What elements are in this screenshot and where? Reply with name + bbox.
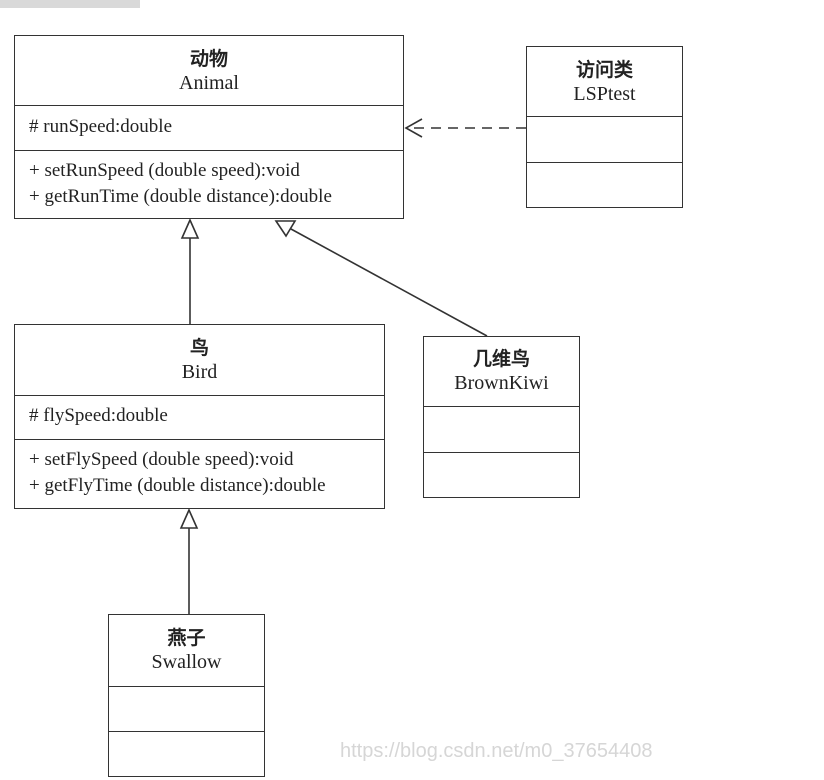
attribute-fly-speed: # flySpeed:double — [29, 405, 168, 426]
class-bird-name: 鸟 Bird — [15, 325, 384, 396]
dependency-arrowhead — [404, 118, 423, 138]
class-brownkiwi-name-cn: 几维鸟 — [472, 348, 530, 370]
method-get-run-time: + getRunTime (double distance):double — [29, 186, 332, 207]
class-swallow-methods — [109, 732, 264, 775]
class-bird-name-cn: 鸟 — [189, 337, 209, 359]
class-bird-attributes: # flySpeed:double — [15, 396, 384, 440]
method-get-fly-time: + getFlyTime (double distance):double — [29, 475, 326, 496]
class-lsptest-attributes — [527, 117, 682, 163]
class-lsptest-methods — [527, 163, 682, 206]
class-animal-name: 动物 Animal — [15, 36, 403, 106]
attribute-run-speed: # runSpeed:double — [29, 116, 173, 137]
class-brownkiwi-name: 几维鸟 BrownKiwi — [424, 337, 579, 407]
class-animal-attributes: # runSpeed:double — [15, 106, 403, 151]
class-brownkiwi-attributes — [424, 407, 579, 453]
class-animal: 动物 Animal # runSpeed:double + setRunSpee… — [14, 35, 404, 219]
class-brownkiwi-name-en: BrownKiwi — [454, 372, 549, 394]
class-animal-methods: + setRunSpeed (double speed):void + getR… — [15, 151, 403, 217]
class-swallow-name: 燕子 Swallow — [109, 615, 264, 687]
class-swallow-attributes — [109, 687, 264, 732]
kiwi-to-animal-arrowhead — [274, 220, 297, 238]
class-bird-methods: + setFlySpeed (double speed):void + getF… — [15, 440, 384, 507]
class-lsptest-name-en: LSPtest — [573, 83, 636, 105]
class-swallow-name-cn: 燕子 — [167, 627, 206, 649]
class-brownkiwi-methods — [424, 453, 579, 496]
class-animal-name-cn: 动物 — [189, 48, 228, 70]
class-swallow-name-en: Swallow — [151, 651, 222, 673]
method-set-fly-speed: + setFlySpeed (double speed):void — [29, 449, 294, 470]
swallow-to-bird-arrowhead — [179, 508, 199, 529]
class-swallow: 燕子 Swallow — [108, 614, 265, 777]
class-animal-name-en: Animal — [179, 72, 239, 94]
watermark-text: https://blog.csdn.net/m0_37654408 — [340, 740, 653, 762]
class-bird: 鸟 Bird # flySpeed:double + setFlySpeed (… — [14, 324, 385, 509]
bird-to-animal-arrowhead — [180, 218, 200, 239]
class-lsptest-name-cn: 访问类 — [575, 59, 633, 81]
class-lsptest-name: 访问类 LSPtest — [527, 47, 682, 117]
method-set-run-speed: + setRunSpeed (double speed):void — [29, 160, 300, 181]
class-bird-name-en: Bird — [181, 361, 218, 383]
cropped-header-strip — [0, 0, 140, 8]
kiwi-to-animal-line — [290, 228, 488, 337]
class-lsptest: 访问类 LSPtest — [526, 46, 683, 208]
class-brownkiwi: 几维鸟 BrownKiwi — [423, 336, 580, 498]
